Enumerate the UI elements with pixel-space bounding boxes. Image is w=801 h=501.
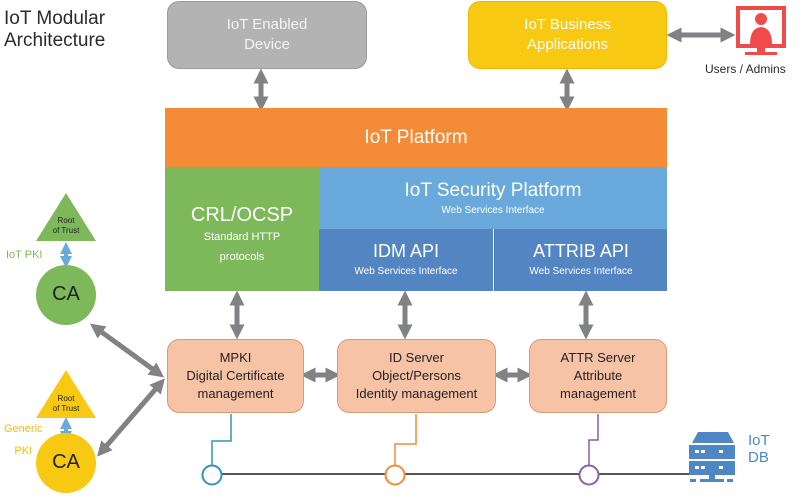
- idm-api-title: IDM API: [372, 241, 439, 261]
- iot-root-line-1: Root: [57, 216, 75, 225]
- generic-root-of-trust-label: Root of Trust: [36, 394, 96, 414]
- title-line-1: IoT Modular: [4, 8, 106, 29]
- attr-server-box: ATTR Server Attribute management: [529, 339, 667, 413]
- iot-enabled-device-box: IoT Enabled Device: [167, 1, 367, 69]
- idserver-line-3: Identity management: [355, 386, 478, 401]
- device-label-line-2: Device: [244, 36, 290, 53]
- attrserver-line-1: ATTR Server: [560, 350, 636, 365]
- security-sub: Web Services Interface: [441, 205, 545, 216]
- attrserver-bus-connector: [588, 414, 599, 466]
- mpki-bus-node: [201, 464, 223, 486]
- db-label-line-2: DB: [748, 449, 769, 466]
- arrow-genericca-mpki: [97, 378, 165, 457]
- generic-root-line-1: Root: [57, 394, 75, 403]
- users-admins-label: Users / Admins: [705, 62, 786, 76]
- idserver-bus-connector: [394, 414, 417, 466]
- crl-title: CRL/OCSP: [190, 204, 294, 226]
- iot-platform-bar: IoT Platform: [165, 108, 667, 167]
- business-label-line-2: Applications: [527, 36, 608, 53]
- generic-pki-label: Generic PKI: [4, 418, 43, 462]
- iot-pki-label: IoT PKI: [6, 249, 43, 261]
- security-title: IoT Security Platform: [404, 180, 582, 201]
- generic-root-of-trust-triangle: [36, 370, 96, 418]
- attrserver-line-3: management: [560, 386, 636, 401]
- iot-business-applications-box: IoT Business Applications: [468, 1, 667, 69]
- iot-security-platform-block: IoT Security Platform Web Services Inter…: [319, 167, 667, 229]
- idserver-line-2: Object/Persons: [372, 368, 461, 383]
- idm-api-sub: Web Services Interface: [354, 266, 458, 277]
- mpki-bus-connector: [211, 414, 232, 466]
- crl-ocsp-block: CRL/OCSP Standard HTTP protocols: [165, 167, 319, 291]
- iot-ca-circle: [36, 265, 96, 325]
- mpki-line-3: management: [197, 386, 274, 401]
- iot-root-line-2: of Trust: [52, 226, 80, 235]
- iot-platform-label: IoT Platform: [364, 126, 468, 148]
- id-server-box: ID Server Object/Persons Identity manage…: [337, 339, 496, 413]
- title-line-2: Architecture: [4, 30, 106, 51]
- business-label-line-1: IoT Business: [524, 16, 611, 33]
- mpki-line-2: Digital Certificate: [186, 368, 285, 383]
- iot-root-of-trust-label: Root of Trust: [36, 216, 96, 236]
- generic-pki-line-2: PKI: [14, 445, 33, 457]
- iot-db-server-icon: [689, 432, 735, 482]
- generic-root-line-2: of Trust: [52, 404, 80, 413]
- attrib-api-sub: Web Services Interface: [529, 266, 633, 277]
- crl-sub-line-2: protocols: [219, 251, 265, 263]
- arrow-iotca-mpki: [89, 323, 165, 378]
- idserver-line-1: ID Server: [389, 350, 444, 365]
- mpki-server-box: MPKI Digital Certificate management: [167, 339, 304, 413]
- device-label-line-1: IoT Enabled: [226, 16, 308, 33]
- attrserver-bus-node: [578, 464, 600, 486]
- mpki-line-1: MPKI: [219, 350, 252, 365]
- idserver-bus-node: [384, 464, 406, 486]
- generic-pki-line-1: Generic: [4, 423, 43, 435]
- generic-ca-circle: [36, 433, 96, 493]
- iot-db-label: IoT DB: [748, 432, 770, 466]
- attrserver-line-2: Attribute: [573, 368, 623, 383]
- attrib-api-block: ATTRIB API Web Services Interface: [494, 229, 667, 291]
- db-label-line-1: IoT: [748, 432, 770, 449]
- iot-ca-label: CA: [52, 283, 80, 305]
- crl-sub-line-1: Standard HTTP: [203, 231, 281, 243]
- idm-api-block: IDM API Web Services Interface: [319, 229, 493, 291]
- diagram-title: IoT Modular Architecture: [4, 8, 105, 52]
- iot-root-of-trust-triangle: [36, 193, 96, 241]
- users-monitor-icon: [736, 6, 786, 55]
- generic-ca-label: CA: [52, 451, 80, 473]
- attrib-api-title: ATTRIB API: [533, 241, 629, 261]
